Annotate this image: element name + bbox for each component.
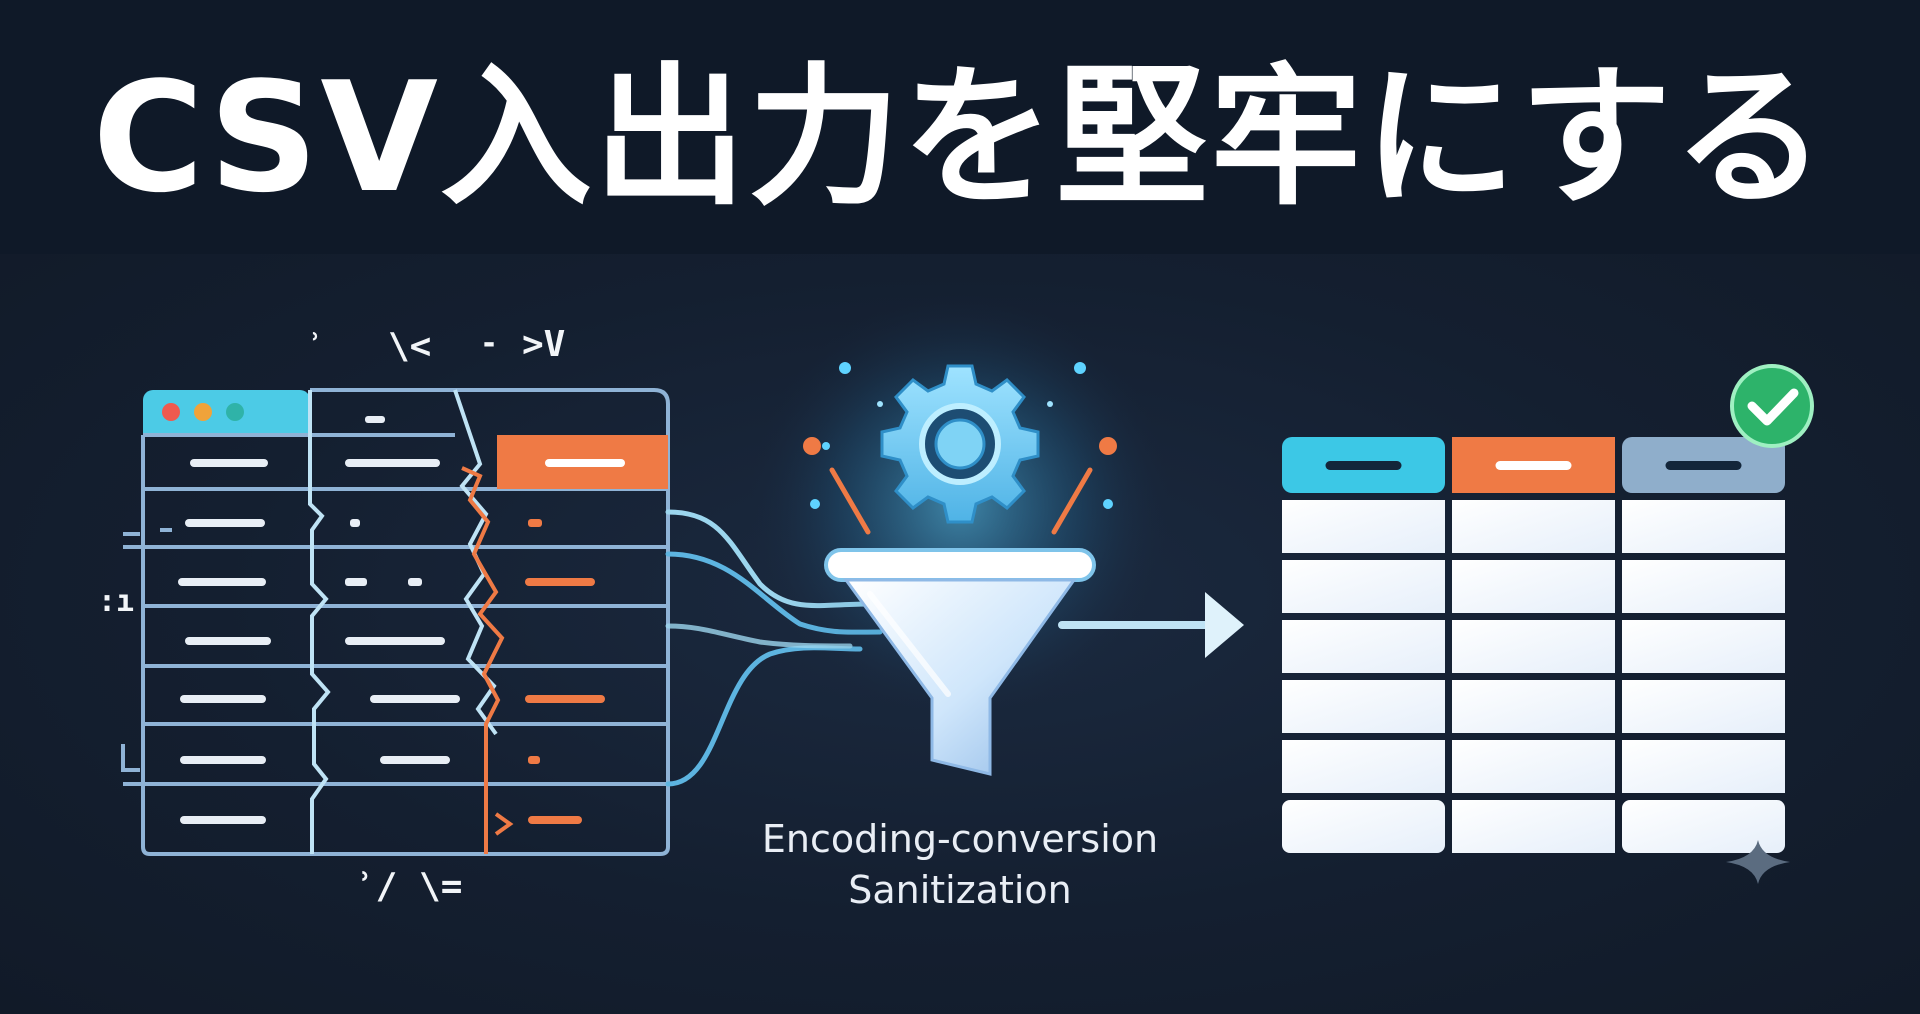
- stray-glyph: -: [480, 326, 499, 361]
- process-icon: [750, 294, 1244, 776]
- table-cell: [1452, 620, 1615, 673]
- page-title: CSV入出力を堅牢にする: [92, 49, 1828, 226]
- table-cell: [1282, 620, 1445, 673]
- csv-divider-1: [308, 390, 331, 854]
- table-header-label-bar: [1325, 461, 1402, 470]
- table-cell: [1622, 620, 1785, 673]
- table-cell: [1282, 560, 1445, 613]
- table-cell: [1452, 800, 1615, 853]
- spark-dots: [803, 362, 1117, 509]
- csv-left-fragments: [121, 528, 172, 772]
- funnel-icon: [824, 548, 1096, 776]
- clean-table-icon: [1282, 437, 1785, 853]
- table-cell: [1282, 680, 1445, 733]
- table-cell: [1452, 560, 1615, 613]
- spark-lines: [829, 467, 1093, 535]
- window-dot-teal: [226, 403, 244, 421]
- process-label-line1: Encoding-conversion: [761, 817, 1159, 861]
- csv-outer-frame: [141, 388, 670, 856]
- stray-glyph: \<: [388, 326, 432, 367]
- table-cell: [1622, 560, 1785, 613]
- window-dot-yellow: [194, 403, 212, 421]
- broken-csv-table-icon: [121, 388, 670, 856]
- stray-glyph: :ı: [98, 584, 135, 619]
- diagram-canvas: [121, 294, 1814, 884]
- table-cell: [1622, 800, 1785, 853]
- table-cell: [1452, 680, 1615, 733]
- window-dot-red: [162, 403, 180, 421]
- checkmark-badge-icon: [1730, 364, 1814, 448]
- csv-col1-cells: [178, 459, 271, 824]
- table-cell: [1452, 500, 1615, 553]
- diagram-stage: ʾ \< - >V :ı ʾ/ \= Encoding-conversion S…: [0, 254, 1920, 1014]
- table-cell: [1452, 740, 1615, 793]
- table-cell: [1282, 740, 1445, 793]
- table-header-label-bar: [1495, 461, 1572, 470]
- output-arrow-icon: [1058, 592, 1244, 658]
- table-cell: [1622, 680, 1785, 733]
- stray-glyph: ʾ/ \=: [354, 866, 463, 907]
- stray-glyph: >V: [522, 324, 566, 365]
- table-header-label-bar: [1665, 461, 1742, 470]
- csv-col2-cells: [345, 416, 460, 764]
- csv-col3-cells: [525, 519, 605, 824]
- table-cell: [1282, 500, 1445, 553]
- stray-glyph: ʾ: [306, 328, 325, 363]
- csv-divider-orange: [461, 466, 514, 854]
- sparkle-icon: [1726, 840, 1790, 884]
- title-band: CSV入出力を堅牢にする: [0, 0, 1920, 254]
- table-cell: [1282, 800, 1445, 853]
- table-cell: [1622, 500, 1785, 553]
- table-cell: [1622, 740, 1785, 793]
- gear-icon: [880, 364, 1040, 524]
- process-label-line2: Sanitization: [848, 868, 1072, 912]
